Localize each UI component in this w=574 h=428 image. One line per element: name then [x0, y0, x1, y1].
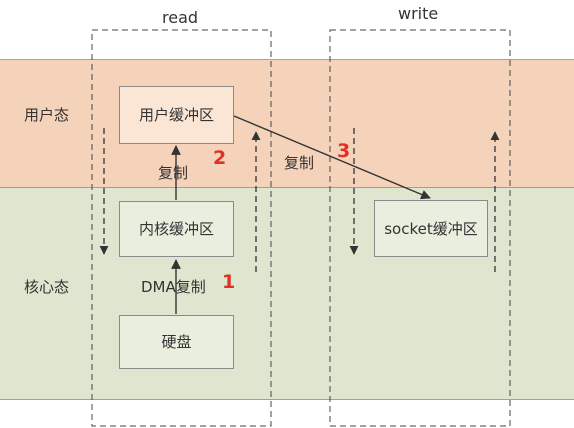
- kernel-buffer-box: 内核缓冲区: [119, 201, 234, 257]
- user-mode-zone: [0, 59, 574, 188]
- user-buffer-box: 用户缓冲区: [119, 86, 234, 144]
- disk-box: 硬盘: [119, 315, 234, 369]
- step-3-label: 复制: [284, 154, 315, 172]
- socket-buffer-box: socket缓冲区: [374, 200, 488, 257]
- write-column-title: write: [398, 4, 439, 23]
- user-mode-label: 用户态: [24, 106, 70, 124]
- read-column-title: read: [162, 8, 199, 27]
- step-3-badge: 3: [337, 140, 351, 162]
- kernel-mode-label: 核心态: [24, 278, 70, 296]
- step-1-badge: 1: [222, 271, 236, 293]
- user-to-socket-arrow: [233, 115, 431, 200]
- read-column-frame: [91, 29, 272, 427]
- step-2-label: 复制: [158, 164, 189, 182]
- write-column-frame: [329, 29, 511, 427]
- step-2-badge: 2: [213, 147, 227, 169]
- step-1-label: DMA复制: [141, 278, 206, 296]
